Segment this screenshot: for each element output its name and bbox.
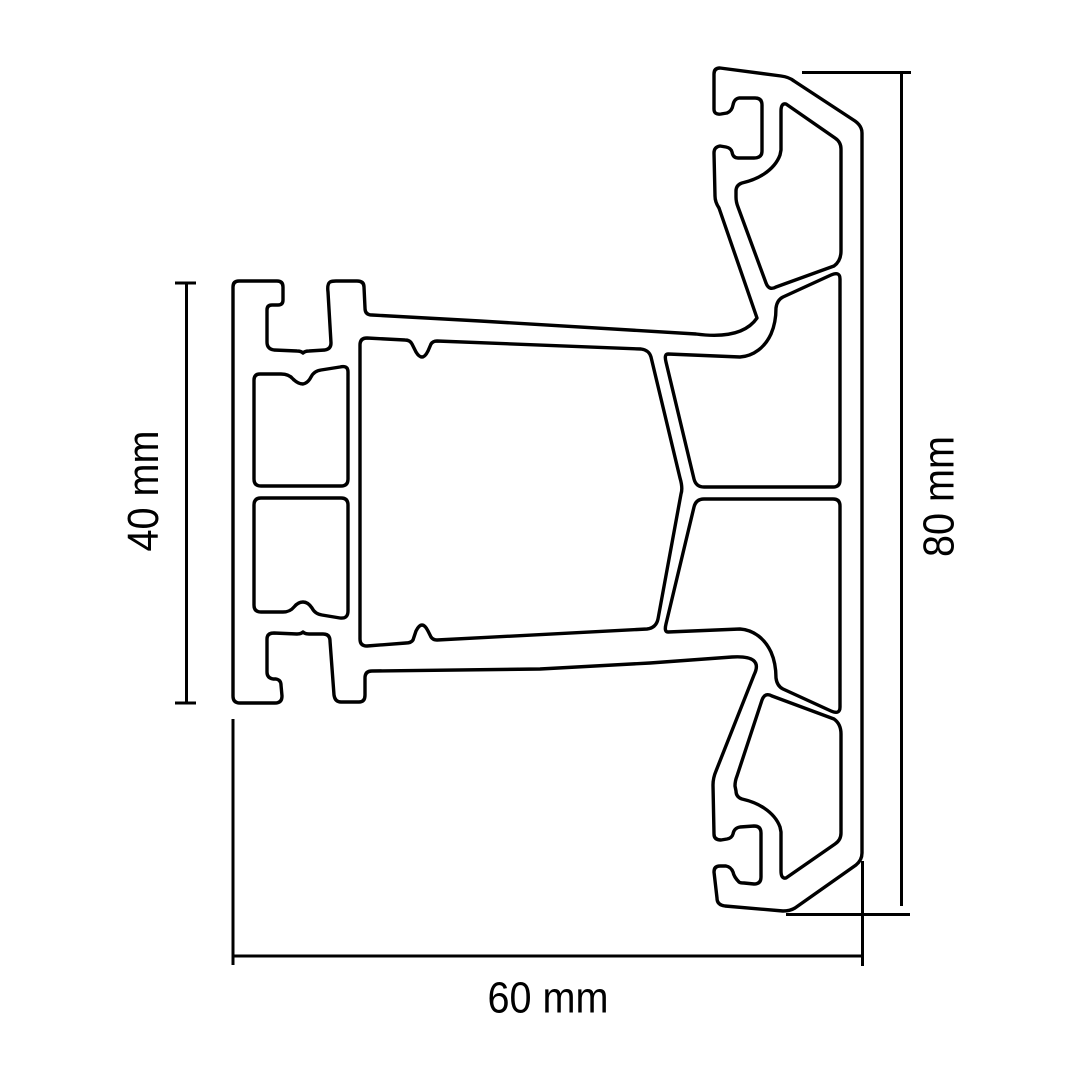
svg-text:40 mm: 40 mm xyxy=(118,431,167,552)
svg-text:60 mm: 60 mm xyxy=(488,973,609,1022)
svg-text:80 mm: 80 mm xyxy=(914,436,963,557)
